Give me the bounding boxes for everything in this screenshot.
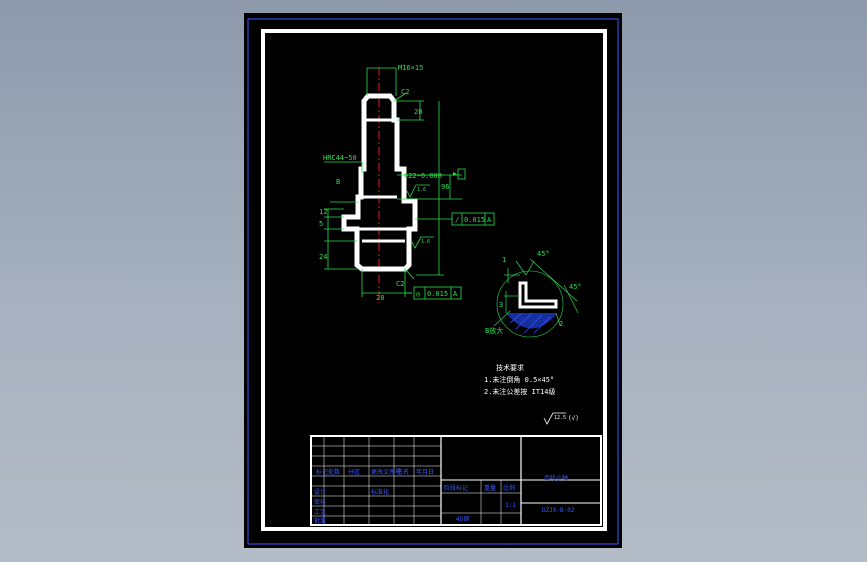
title-cell: 年月日 bbox=[416, 468, 434, 476]
fit-diameter-label: Φ22-0.008 bbox=[404, 172, 442, 180]
hardness-label: HRC44~50 bbox=[323, 154, 357, 162]
roughness-icon bbox=[411, 236, 434, 249]
scale-label: 比例 bbox=[503, 484, 515, 492]
detail-hatch bbox=[506, 313, 556, 329]
hatch-lines bbox=[509, 312, 551, 334]
runout-value: 0.015 bbox=[464, 216, 485, 224]
detail-label: B放大 bbox=[485, 326, 503, 335]
title-cell: 阶段标记 bbox=[444, 484, 468, 492]
roughness-icon bbox=[406, 184, 430, 198]
title-cell: 审核 bbox=[314, 498, 326, 506]
detail-dim-3: 3 bbox=[499, 301, 503, 309]
roughness-value-2: 1.6 bbox=[421, 239, 430, 245]
material: 45钢 bbox=[456, 515, 469, 523]
title-cell: 标记 bbox=[316, 468, 328, 476]
length-24-label: 24 bbox=[319, 253, 327, 261]
title-cell: 处数 bbox=[328, 468, 340, 476]
outer-frame bbox=[247, 18, 619, 545]
title-cell: 签名 bbox=[397, 468, 409, 476]
length-12-label: 12 bbox=[319, 208, 327, 216]
chamfer-bottom-label: C2 bbox=[396, 280, 404, 288]
title-cell: 更改文件号 bbox=[371, 468, 401, 476]
surface-finish-icon bbox=[543, 412, 566, 425]
diameter-28-label: 28 bbox=[376, 294, 384, 302]
chamfer-top-label: C2 bbox=[401, 88, 409, 96]
notes-line-1: 1.未注倒角 0.5×45° bbox=[484, 375, 554, 384]
datum-b-label: B bbox=[336, 178, 340, 186]
title-cell: 设计 bbox=[314, 488, 326, 496]
thread-dimension: M16×15 bbox=[398, 64, 423, 72]
shaft-view: M16×15 C2 20 HRC44~50 Φ22-0.008 96 B 12 … bbox=[319, 64, 495, 303]
length-20-label: 20 bbox=[414, 108, 422, 116]
length-96-label: 96 bbox=[441, 183, 449, 191]
shaft-outline bbox=[341, 93, 418, 272]
notes-title: 技术要求 bbox=[496, 363, 524, 372]
coaxial-symbol: ◎ bbox=[416, 290, 421, 298]
weight-label: 重量 bbox=[484, 484, 496, 492]
title-cell: 工艺 bbox=[314, 508, 326, 516]
detail-dim-2: 2 bbox=[559, 320, 563, 328]
detail-dim-1: 1 bbox=[502, 256, 506, 264]
dimension-lines bbox=[324, 67, 462, 297]
detail-profile bbox=[518, 281, 558, 309]
coaxial-value: 0.015 bbox=[427, 290, 448, 298]
cad-viewport[interactable]: M16×15 C2 20 HRC44~50 Φ22-0.008 96 B 12 … bbox=[244, 13, 622, 548]
datum-a-box bbox=[457, 168, 466, 180]
scale-value: 1:1 bbox=[505, 502, 516, 509]
title-cell: 分区 bbox=[348, 468, 360, 476]
inner-frame bbox=[261, 29, 607, 531]
surface-finish-suffix: (√) bbox=[568, 415, 579, 422]
surface-finish-value: 12.5 bbox=[554, 415, 566, 421]
technical-notes: 技术要求 1.未注倒角 0.5×45° 2.未注公差按 IT14级 bbox=[484, 363, 556, 396]
detail-b-view: 45° 45° 1 3 2 B放大 bbox=[485, 250, 582, 338]
drawing-sheet: M16×15 C2 20 HRC44~50 Φ22-0.008 96 B 12 … bbox=[247, 18, 619, 545]
title-cell: 批准 bbox=[314, 517, 326, 525]
part-name: 齿轮小轴 bbox=[544, 474, 568, 482]
coaxial-tolerance-frame: ◎ 0.015 A bbox=[413, 286, 462, 300]
runout-tolerance-frame: / 0.015 A bbox=[451, 212, 495, 226]
runout-datum: A bbox=[487, 216, 492, 224]
detail-dimension-lines bbox=[493, 258, 579, 327]
title-block: 标记 处数 分区 更改文件号 签名 年月日 设计 审核 工艺 批准 标准化 阶段… bbox=[310, 435, 602, 526]
title-cell: 标准化 bbox=[371, 488, 389, 496]
datum-arrow bbox=[453, 172, 457, 176]
detail-angle-b: 45° bbox=[569, 283, 582, 291]
runout-symbol: / bbox=[455, 216, 459, 224]
detail-angle-a: 45° bbox=[537, 250, 550, 258]
length-5-label: 5 bbox=[319, 220, 323, 228]
coaxial-datum: A bbox=[453, 290, 458, 298]
drawing-number: DZJX-B-02 bbox=[542, 507, 575, 514]
roughness-value-1: 1.6 bbox=[417, 187, 426, 193]
detail-circle bbox=[496, 270, 564, 338]
notes-line-2: 2.未注公差按 IT14级 bbox=[484, 387, 556, 396]
